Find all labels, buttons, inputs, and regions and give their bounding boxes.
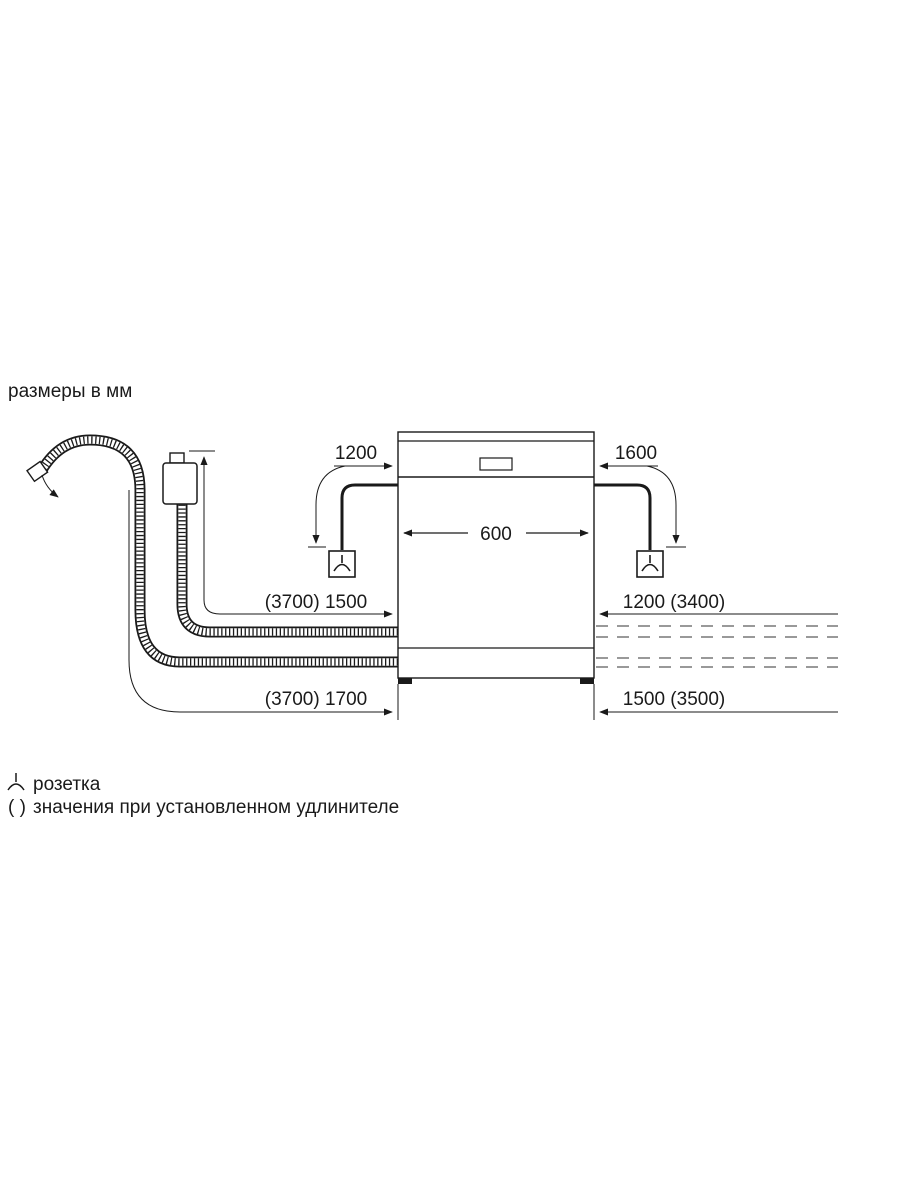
aquastop-valve bbox=[162, 452, 198, 505]
dishwasher-front bbox=[397, 431, 595, 684]
right-upper-dimension: 1200 (3400) bbox=[599, 592, 838, 618]
top-right-dimension: 1600 bbox=[599, 443, 686, 548]
hose-connector bbox=[26, 460, 49, 483]
legend: розетка ( ) значения при установленном у… bbox=[7, 773, 399, 818]
socket-icon bbox=[7, 773, 25, 791]
top-left-dimension: 1200 bbox=[308, 443, 393, 548]
right-upper-label: 1200 (3400) bbox=[623, 592, 725, 613]
legend-brackets-symbol: ( ) bbox=[8, 797, 26, 818]
top-left-label: 1200 bbox=[335, 443, 377, 464]
power-cable-right bbox=[594, 483, 652, 550]
control-panel-display bbox=[479, 457, 513, 471]
foot-left bbox=[398, 678, 412, 684]
foot-right bbox=[580, 678, 594, 684]
extension-dashed-lines bbox=[596, 625, 838, 668]
legend-socket-label: розетка bbox=[33, 774, 101, 795]
supply-left-label: (3700) 1700 bbox=[265, 689, 367, 710]
right-lower-label: 1500 (3500) bbox=[623, 689, 725, 710]
socket-icon bbox=[636, 550, 664, 578]
socket-icon bbox=[328, 550, 356, 578]
drain-length-dimension: (3700) 1500 bbox=[203, 592, 393, 618]
connector-arrow bbox=[41, 474, 59, 498]
drain-hose bbox=[176, 500, 398, 638]
supply-length-dimension: (3700) 1700 bbox=[128, 490, 393, 716]
right-lower-dimension: 1500 (3500) bbox=[599, 689, 838, 716]
drain-left-label: (3700) 1500 bbox=[265, 592, 367, 613]
legend-brackets-label: значения при установленном удлинителе bbox=[33, 797, 399, 818]
units-note: размеры в мм bbox=[8, 381, 132, 402]
power-cable-left bbox=[340, 483, 398, 550]
drain-height-dimension bbox=[189, 450, 215, 600]
width-dimension: 600 bbox=[403, 524, 589, 545]
top-right-label: 1600 bbox=[615, 443, 657, 464]
supply-hose bbox=[37, 434, 398, 668]
width-label: 600 bbox=[480, 524, 512, 545]
